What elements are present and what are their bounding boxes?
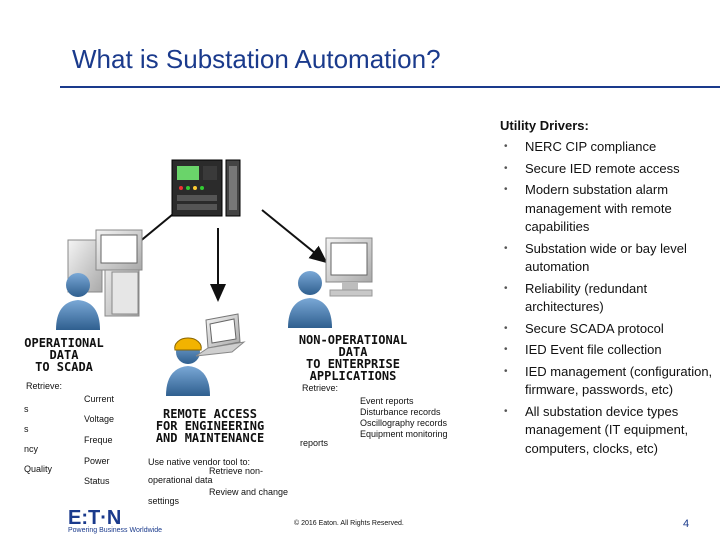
ied-device-icon [171, 159, 241, 217]
operator-person-icon [56, 273, 100, 330]
copyright-notice: © 2016 Eaton. All Rights Reserved. [294, 520, 404, 527]
bullet-icon: • [504, 344, 508, 355]
bullet-icon: • [504, 162, 508, 174]
analyst-person-icon [288, 271, 332, 328]
operational-retrieve-label: Retrieve: [26, 381, 63, 391]
bullet-icon: • [504, 282, 508, 294]
remote-description: operational data [148, 475, 213, 485]
page-title: What is Substation Automation? [72, 44, 441, 74]
remote-access-caption: REMOTE ACCESS FOR ENGINEERING AND MAINTE… [155, 407, 265, 445]
drivers-list: •NERC CIP compliance •Secure IED remote … [500, 138, 715, 461]
driver-item: •Secure SCADA protocol [500, 320, 715, 339]
driver-item: •Modern substation alarm management with… [504, 182, 672, 234]
nonoperational-caption: NON-OPERATIONAL DATA TO ENTERPRISE APPLI… [298, 333, 408, 383]
driver-item: •Substation wide or bay level automation [504, 240, 687, 275]
svg-text:E:T·N: E:T·N [68, 507, 121, 529]
remote-description: settings [148, 496, 180, 506]
laptop-icon [195, 313, 246, 357]
nonoperational-retrieve-label: Retrieve: [302, 383, 339, 393]
driver-item: •All substation device types management … [504, 403, 689, 456]
driver-item: •NERC CIP compliance [500, 138, 715, 157]
operational-fragment: Quality [24, 464, 53, 474]
bullet-icon: • [504, 242, 508, 254]
driver-item: •IED Event file collection [500, 341, 715, 360]
nonoperational-item: Disturbance records [360, 407, 441, 417]
nonoperational-item: Event reports [360, 396, 414, 406]
bullet-icon: • [504, 141, 508, 152]
nonoperational-item: Equipment monitoring [360, 429, 448, 439]
operational-item: Voltage [84, 414, 115, 424]
operational-fragment: s [24, 424, 29, 434]
operational-item: Power [84, 456, 110, 466]
bullet-icon: • [504, 405, 508, 417]
nonoperational-item: Oscillography records [360, 418, 448, 428]
remote-description: Review and change [209, 487, 289, 497]
driver-item: •IED management (configuration, firmware… [504, 363, 713, 398]
title-divider [60, 86, 720, 88]
driver-item: •Reliability (redundant architectures) [504, 280, 648, 315]
driver-item: •Secure IED remote access [500, 160, 715, 179]
bullet-icon: • [504, 365, 508, 377]
operational-fragment: s [24, 404, 29, 414]
eaton-logo: E:T·N [68, 507, 121, 529]
eaton-tagline: Powering Business Worldwide [68, 527, 163, 534]
enterprise-computer-icon [325, 237, 373, 297]
page-number: 4 [683, 518, 690, 530]
remote-description: Retrieve non- [209, 466, 264, 476]
operational-item: Current [84, 394, 115, 404]
operational-item: Freque [84, 435, 113, 445]
operational-fragment: ncy [24, 444, 39, 454]
arrow-to-enterprise [261, 209, 328, 264]
bullet-icon: • [504, 322, 508, 334]
operational-caption: OPERATIONAL DATA TO SCADA [24, 336, 104, 374]
operational-item: Status [84, 476, 110, 486]
remote-description: Use native vendor tool to: [148, 457, 251, 467]
nonoperational-reports-label: reports [300, 438, 329, 448]
drivers-heading: Utility Drivers: [500, 118, 589, 133]
bullet-icon: • [504, 184, 508, 195]
engineer-person-icon [166, 337, 210, 396]
